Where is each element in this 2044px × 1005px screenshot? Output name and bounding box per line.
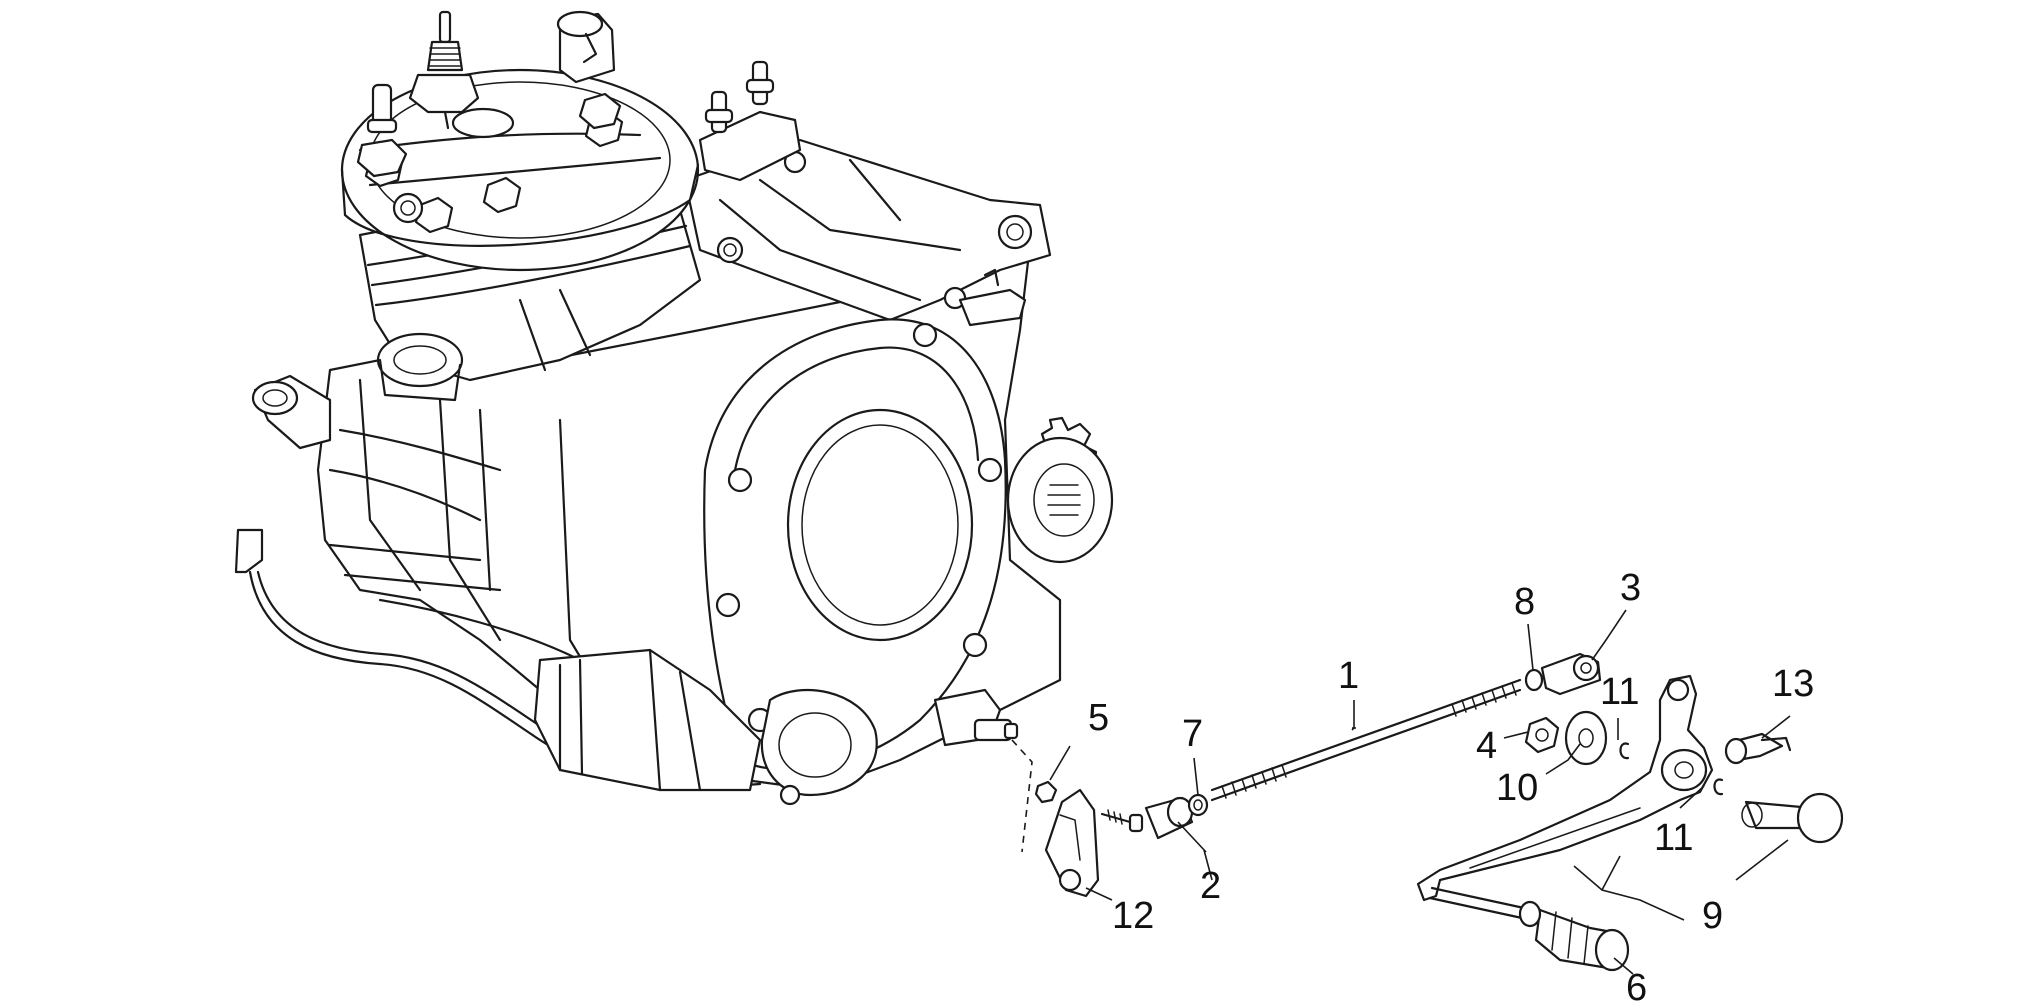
callout-labels: 1 2 3 4 5 6 7 8 9 10 11 11 12 13	[1088, 567, 1814, 1005]
part-13-bolt	[1724, 732, 1792, 765]
engine-assembly	[234, 10, 1114, 806]
intake-spigots	[698, 60, 802, 182]
part-8-nut	[1524, 668, 1544, 692]
callout-11a: 11	[1600, 671, 1639, 713]
callout-9: 9	[1702, 895, 1723, 937]
part-10-washer	[1564, 710, 1608, 766]
part-11-circlip-b	[1713, 778, 1724, 796]
alignment-dashed-line	[1011, 739, 1033, 853]
part-5-nut	[1034, 780, 1058, 804]
exhaust-port	[376, 332, 464, 402]
part-2-ball-joint	[1144, 796, 1194, 840]
ignition-lobe	[760, 688, 878, 806]
callout-6: 6	[1626, 967, 1647, 1005]
callout-8: 8	[1514, 581, 1535, 623]
water-outlet	[556, 10, 622, 130]
output-sprocket	[1006, 416, 1114, 564]
callout-13: 13	[1772, 663, 1814, 705]
callout-7: 7	[1182, 713, 1203, 755]
lever-screw	[1100, 809, 1144, 833]
part-12-shift-lever	[1044, 788, 1100, 898]
shift-linkage-parts: 1 2 3 4 5 6 7 8 9 10 11 11 12 13	[1011, 567, 1844, 1005]
callout-2: 2	[1200, 865, 1221, 907]
shift-shaft	[933, 688, 1019, 747]
leader-lines	[1049, 609, 1791, 975]
coolant-elbow	[251, 374, 332, 450]
part-1-threaded-rod	[1210, 678, 1522, 802]
part-3-rod-end	[1540, 652, 1602, 696]
part-4-nut	[1524, 716, 1560, 754]
callout-10: 10	[1496, 767, 1538, 809]
callout-3: 3	[1620, 567, 1641, 609]
callout-5: 5	[1088, 697, 1109, 739]
part-7-nut	[1187, 793, 1209, 817]
starter-motor	[533, 648, 762, 792]
part-6-footpeg-rubber	[1518, 900, 1630, 972]
frame-mount	[683, 138, 1052, 327]
hose-nipples	[356, 83, 408, 178]
callout-4: 4	[1476, 725, 1497, 767]
spark-plug	[408, 10, 515, 139]
callout-1: 1	[1338, 655, 1359, 697]
part-9-shift-pedal	[1416, 674, 1844, 920]
callout-12: 12	[1112, 895, 1154, 937]
callout-11b: 11	[1654, 817, 1693, 859]
part-11-circlip-a	[1619, 742, 1630, 760]
